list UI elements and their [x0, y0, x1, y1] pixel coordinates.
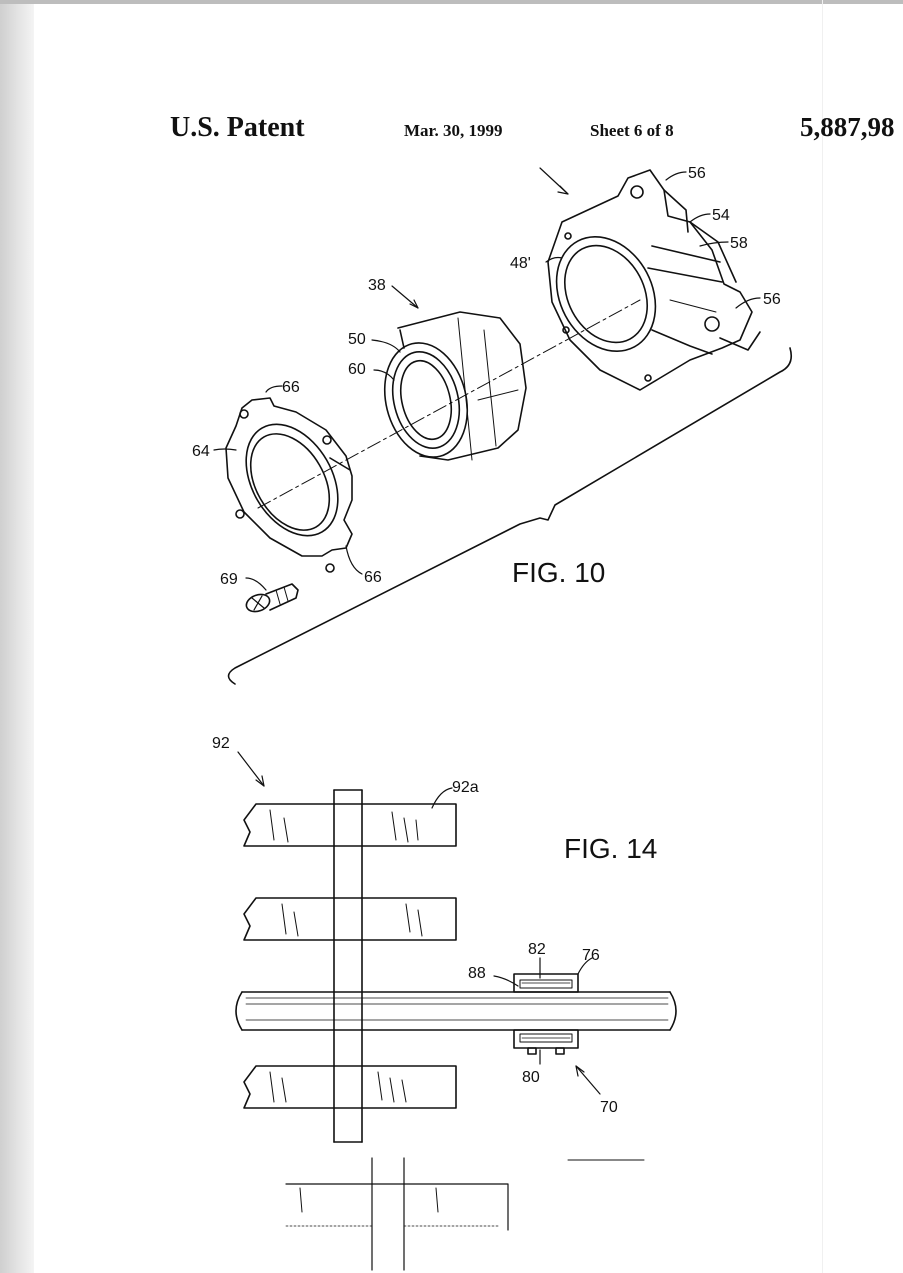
label-92: 92: [212, 735, 230, 752]
label-50: 50: [348, 331, 366, 348]
label-64: 64: [192, 443, 210, 460]
label-48-prime: 48': [510, 255, 531, 272]
label-66-bottom: 66: [364, 569, 382, 586]
screw-69: [244, 584, 298, 615]
label-88: 88: [468, 965, 486, 982]
fig10-caption: FIG. 10: [512, 557, 605, 588]
bearing-38: [373, 312, 526, 466]
label-76: 76: [582, 947, 600, 964]
label-80: 80: [522, 1069, 540, 1086]
vertical-shaft: [334, 790, 362, 1142]
label-56-bottom: 56: [763, 291, 781, 308]
plate-92a-top: [244, 804, 456, 846]
bearing-assembly-70: [514, 974, 578, 1054]
housing-54: [537, 170, 760, 390]
label-66-top: 66: [282, 379, 300, 396]
retaining-ring-64: [226, 398, 357, 572]
label-92a: 92a: [452, 779, 479, 796]
plate-92a-middle: [244, 898, 456, 940]
label-38: 38: [368, 277, 386, 294]
fig10-center-axis: [258, 300, 640, 508]
label-82: 82: [528, 941, 546, 958]
label-56-top: 56: [688, 165, 706, 182]
label-70: 70: [600, 1099, 618, 1116]
plate-92a-bottom: [244, 1066, 456, 1108]
fig14-caption: FIG. 14: [564, 833, 657, 864]
fig10-drawing: [214, 168, 791, 684]
label-58: 58: [730, 235, 748, 252]
label-60: 60: [348, 361, 366, 378]
label-69: 69: [220, 571, 238, 588]
partial-lower-figure: [286, 1158, 644, 1270]
horizontal-shaft: [236, 992, 676, 1030]
label-54: 54: [712, 207, 730, 224]
fig14-drawing: [236, 752, 676, 1270]
fig10-assembly-bracket: [229, 348, 792, 684]
